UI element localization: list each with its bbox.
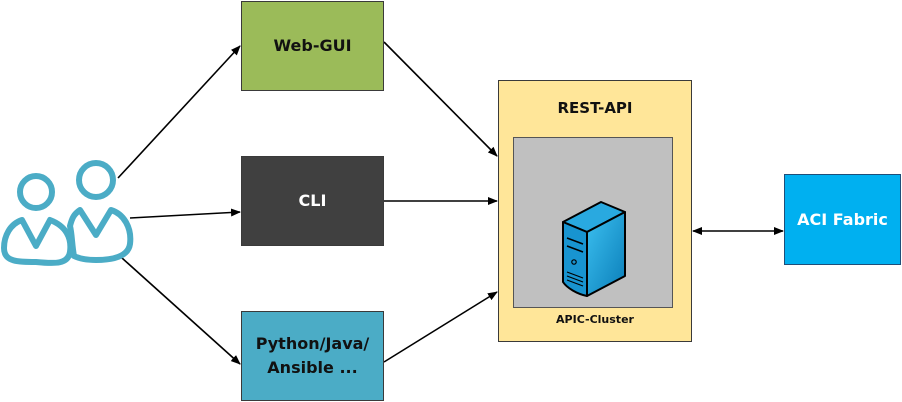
apic-cluster-box <box>513 137 673 308</box>
cli-label: CLI <box>298 191 327 210</box>
web-gui-node: Web-GUI <box>241 1 384 91</box>
python-label: Python/Java/ Ansible ... <box>255 334 370 377</box>
users-icon <box>1 160 134 266</box>
rest-api-label: REST-API <box>557 99 633 117</box>
rest-api-container: REST-API APIC-Cluster <box>498 80 692 342</box>
edge-users-webgui <box>117 45 241 179</box>
edge-users-python <box>121 257 241 365</box>
apic-cluster-label: APIC-Cluster <box>556 313 634 326</box>
edge-python-rest <box>383 291 498 363</box>
server-icon <box>562 201 626 297</box>
cli-node: CLI <box>241 156 384 246</box>
edge-users-cli <box>129 208 241 219</box>
aci-fabric-label: ACI Fabric <box>797 209 888 229</box>
aci-fabric-node: ACI Fabric <box>784 174 901 265</box>
edge-webgui-rest <box>383 41 498 157</box>
python-java-ansible-node: Python/Java/ Ansible ... <box>241 311 384 401</box>
web-gui-label: Web-GUI <box>273 36 352 55</box>
